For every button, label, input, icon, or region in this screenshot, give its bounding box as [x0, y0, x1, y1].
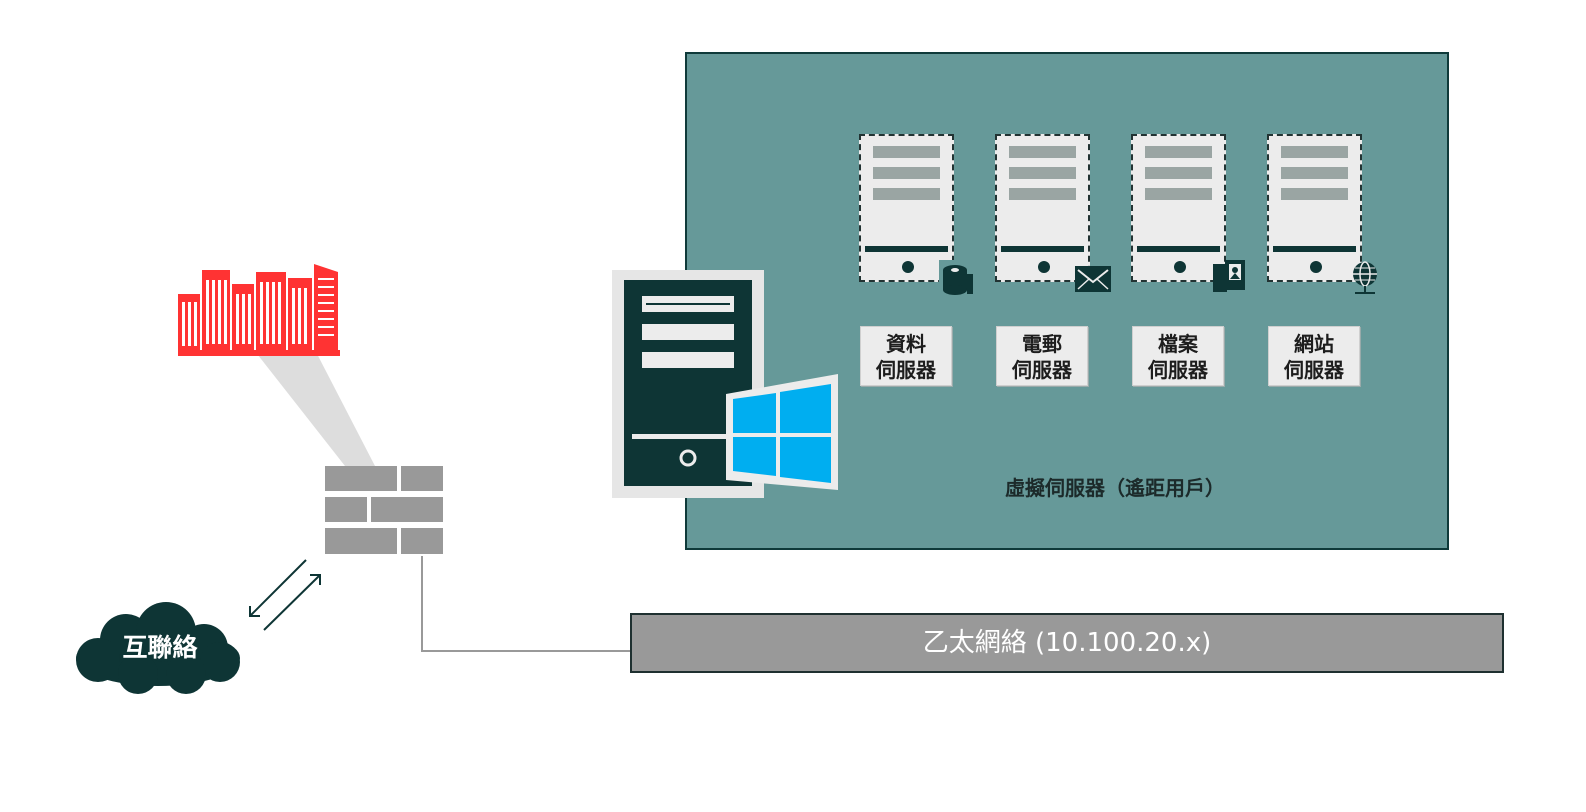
- vm-card-file: [1131, 134, 1226, 282]
- firewall-icon: [325, 466, 443, 554]
- vm-card-database: [859, 134, 954, 282]
- internet-cloud-icon: [76, 602, 240, 694]
- bidirectional-arrow-icon: [249, 559, 321, 631]
- mail-icon: [1075, 266, 1111, 292]
- globe-icon: [1353, 261, 1377, 294]
- vm-label-database: 資料伺服器: [860, 326, 952, 386]
- virtual-host-panel: 資料伺服器 電郵伺服器 檔案伺服器 網站伺服器: [685, 52, 1449, 550]
- windows-logo-icon: [733, 384, 831, 483]
- ethernet-network-bar: 乙太網絡 (10.100.20.x): [630, 613, 1504, 673]
- city-uplink-beam: [254, 350, 375, 466]
- vm-card-web: [1267, 134, 1362, 282]
- vm-card-mail: [995, 134, 1090, 282]
- database-icon: [939, 260, 975, 296]
- virtual-servers-caption: 虛擬伺服器（遙距用戶）: [1005, 476, 1225, 500]
- firewall-ethernet-link: [421, 556, 630, 652]
- vm-label-web: 網站伺服器: [1268, 326, 1360, 386]
- file-icon: [1213, 260, 1245, 292]
- vm-label-mail: 電郵伺服器: [996, 326, 1088, 386]
- windows-server-icon: [612, 270, 838, 498]
- internet-label: 互聯絡: [122, 633, 198, 662]
- vm-label-file: 檔案伺服器: [1132, 326, 1224, 386]
- city-buildings-icon: [178, 264, 340, 356]
